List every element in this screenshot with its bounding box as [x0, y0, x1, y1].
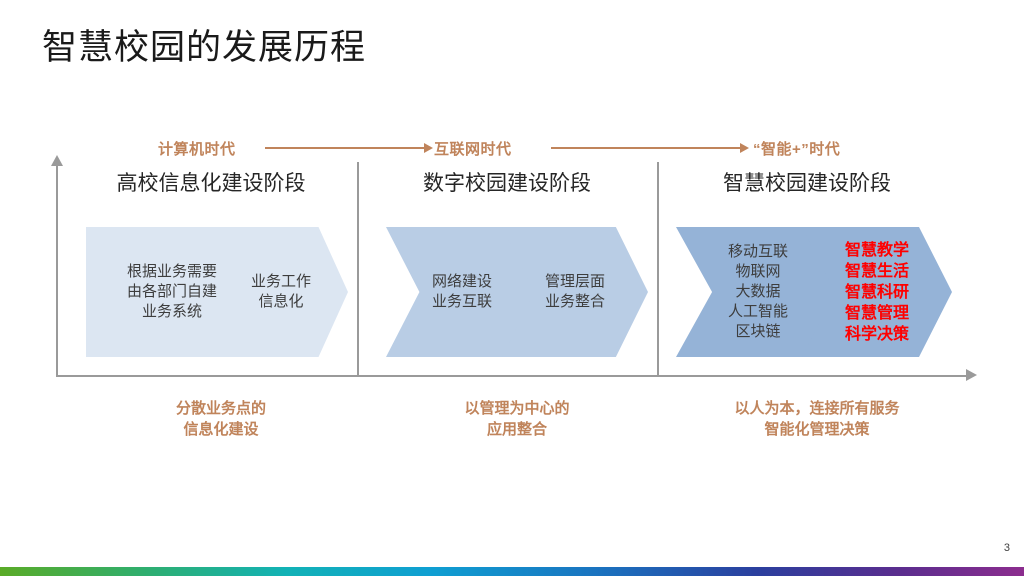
era-connector-arrow-2-icon	[551, 143, 749, 153]
chevron-3-2-label: 智慧教学 智慧生活 智慧科研 智慧管理 科学决策	[844, 241, 909, 343]
stage-title-1: 高校信息化建设阶段	[116, 172, 306, 195]
chevron-2-1-label: 网络建设 业务互联	[431, 273, 492, 310]
section-divider-2	[657, 162, 659, 377]
stage-title-3: 智慧校园建设阶段	[723, 172, 891, 195]
vertical-axis-arrow-icon	[51, 155, 63, 166]
chevron-band-2: 网络建设 业务互联 管理层面 业务整合	[386, 227, 648, 357]
era-label-intelligence-plus: “智能+”时代	[753, 141, 841, 158]
footer-gradient-bar	[0, 567, 1024, 576]
chevron-band-1: 根据业务需要 由各部门自建 业务系统 业务工作 信息化	[86, 227, 348, 357]
chevron-3-1-label: 移动互联 物联网 大数据 人工智能 区块链	[727, 243, 788, 340]
chevron-2-2-label: 管理层面 业务整合	[544, 273, 605, 310]
section-divider-1	[357, 162, 359, 377]
era-label-internet: 互联网时代	[434, 141, 512, 158]
horizontal-axis-line	[56, 375, 970, 377]
page-title: 智慧校园的发展历程	[42, 28, 367, 67]
stage-caption-2: 以管理为中心的 应用整合	[464, 400, 570, 438]
vertical-axis-line	[56, 163, 58, 377]
stage-caption-1: 分散业务点的 信息化建设	[175, 400, 266, 438]
page-number: 3	[1003, 542, 1010, 554]
era-label-computer: 计算机时代	[158, 141, 236, 158]
chevron-1-1-label: 根据业务需要 由各部门自建 业务系统	[126, 263, 217, 320]
chevron-1-2-label: 业务工作 信息化	[250, 273, 311, 310]
stage-title-2: 数字校园建设阶段	[423, 172, 591, 195]
era-connector-arrow-1-icon	[265, 143, 433, 153]
stage-caption-3: 以人为本，连接所有服务 智能化管理决策	[734, 400, 900, 438]
horizontal-axis-arrow-icon	[966, 369, 977, 381]
chevron-band-3: 移动互联 物联网 大数据 人工智能 区块链 智慧教学 智慧生活 智慧科研 智慧管…	[676, 227, 952, 357]
